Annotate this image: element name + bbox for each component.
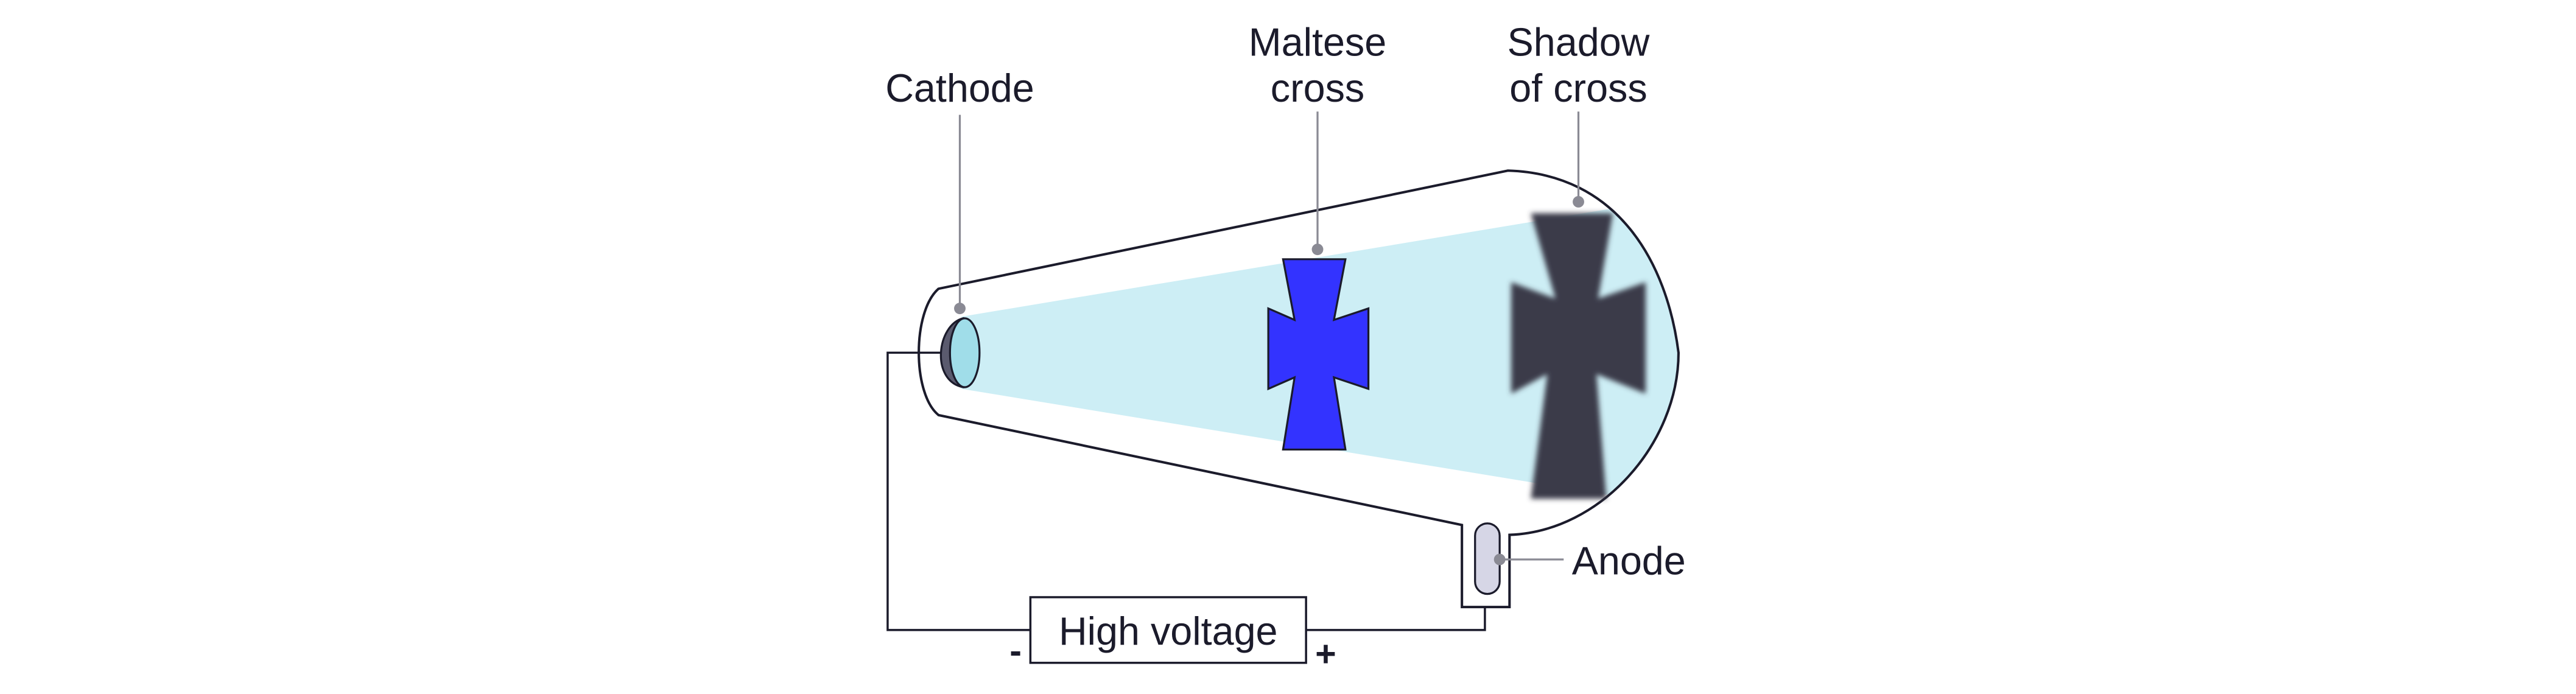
wire-positive — [1306, 607, 1486, 631]
cathode-label: Cathode — [885, 66, 1034, 110]
maltese-cross-label-line1: Maltese — [1249, 20, 1386, 65]
positive-terminal-label: + — [1315, 633, 1336, 674]
high-voltage-supply — [1029, 596, 1307, 664]
leader-lines — [954, 111, 1584, 566]
shadow-label-line2: of cross — [1509, 66, 1647, 110]
cathode — [939, 317, 981, 389]
negative-terminal-label: - — [1009, 630, 1022, 671]
maltese-cross — [1267, 258, 1370, 451]
shadow-label-line1: Shadow — [1507, 20, 1650, 65]
anode-label: Anode — [1572, 538, 1686, 583]
glass-tube — [918, 169, 1680, 609]
maltese-cross-label-line2: cross — [1271, 66, 1365, 110]
wire-negative — [886, 351, 1031, 631]
high-voltage-label: High voltage — [1059, 609, 1278, 653]
shadow-of-cross — [1511, 213, 1646, 499]
